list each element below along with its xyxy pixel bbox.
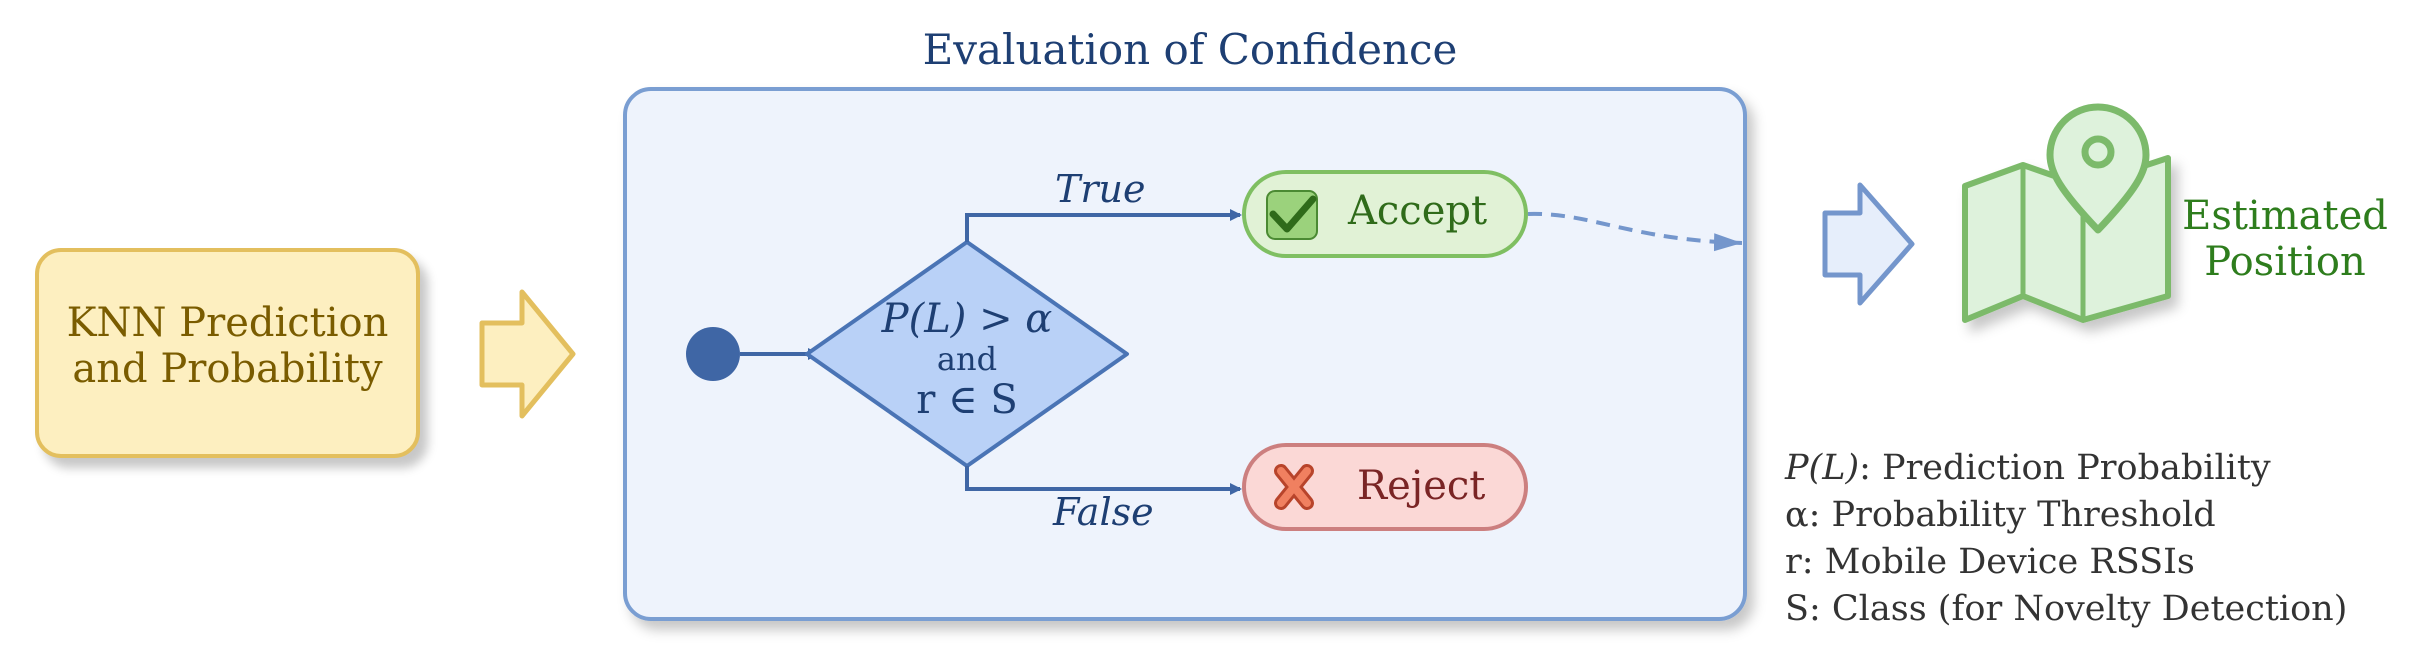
arrow-right-icon — [1822, 182, 1915, 306]
output-label-line2: Position — [2204, 239, 2366, 285]
legend-text: : Probability Threshold — [1808, 495, 2216, 535]
legend: P(L): Prediction Probability α: Probabil… — [1785, 445, 2347, 633]
check-icon — [1266, 190, 1318, 240]
accept-label: Accept — [1348, 188, 1488, 234]
false-label: False — [1053, 490, 1154, 534]
false-branch-arrow — [965, 466, 1242, 495]
input-box — [35, 248, 420, 458]
evaluation-title: Evaluation of Confidence — [922, 25, 1458, 74]
output-label-line1: Estimated — [2182, 193, 2388, 239]
output-label: Estimated Position — [2160, 193, 2410, 285]
condition-text: P(L) > α and r ∈ S — [847, 296, 1087, 423]
input-label: KNN Prediction and Probability — [35, 300, 420, 392]
map-pin-icon — [2046, 103, 2150, 234]
cross-icon — [1274, 464, 1314, 510]
reject-label: Reject — [1357, 463, 1486, 509]
legend-text: : Mobile Device RSSIs — [1801, 542, 2195, 582]
true-branch-arrow — [965, 209, 1242, 242]
condition-line1: P(L) > α — [881, 296, 1053, 342]
legend-symbol: S — [1785, 589, 1809, 629]
legend-symbol: P(L) — [1785, 448, 1860, 488]
legend-item: P(L): Prediction Probability — [1785, 445, 2347, 492]
start-node-icon — [686, 327, 740, 381]
legend-symbol: r — [1785, 542, 1802, 582]
legend-text: : Class (for Novelty Detection) — [1808, 589, 2348, 629]
input-label-line2: and Probability — [72, 346, 383, 392]
input-label-line1: KNN Prediction — [66, 300, 389, 346]
true-label: True — [1055, 167, 1146, 211]
reject-pill — [1242, 443, 1528, 531]
legend-symbol: α — [1785, 495, 1809, 535]
legend-text: : Prediction Probability — [1859, 448, 2271, 488]
legend-item: r: Mobile Device RSSIs — [1785, 539, 2347, 586]
condition-line3: r ∈ S — [916, 377, 1018, 424]
legend-item: α: Probability Threshold — [1785, 492, 2347, 539]
arrow-right-icon — [479, 289, 576, 419]
condition-line2: and — [936, 340, 998, 378]
legend-item: S: Class (for Novelty Detection) — [1785, 586, 2347, 633]
